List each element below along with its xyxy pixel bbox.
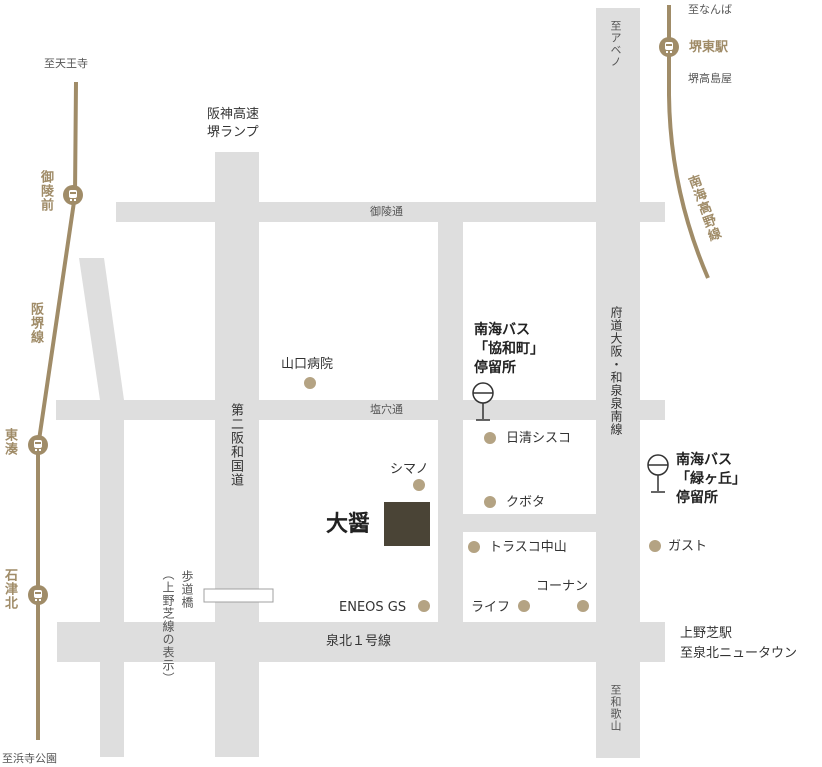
train-icon	[28, 585, 48, 605]
landmark-dot-yamaguchi	[304, 377, 316, 389]
station-misasagimae: 御陵前	[38, 170, 53, 212]
bus-stop-icon	[472, 382, 494, 421]
taisho-building	[384, 502, 430, 546]
direction-hamadera: 至浜寺公園	[2, 752, 57, 765]
direction-wakayama: 至和歌山	[609, 684, 622, 732]
train-icon	[63, 185, 83, 205]
road-hanshin-ramp: 阪神高速 堺ランプ	[207, 107, 260, 141]
road-daini-hanwa	[215, 152, 259, 757]
label-gusto: ガスト	[668, 539, 708, 554]
footbridge-label: 歩道橋	[180, 570, 194, 609]
bus-stop-kyowacho: 南海バス 「協和町」 停留所	[474, 322, 544, 376]
line-hankai: 阪堺線	[28, 302, 43, 344]
station-sakaitakashimaya: 堺高島屋	[688, 72, 732, 85]
footbridge	[203, 588, 274, 603]
label-shimano: シマノ	[390, 462, 429, 477]
label-nissin: 日清シスコ	[506, 431, 572, 446]
road-wakayama-spur	[612, 662, 640, 758]
rail-koya	[667, 5, 710, 279]
station-kamino-shiba: 上野芝駅	[680, 626, 733, 641]
landmark-dot-kubota	[484, 496, 496, 508]
road-misasagi-label: 御陵通	[370, 205, 403, 218]
landmark-dot-shimano	[413, 479, 425, 491]
landmark-dot-trusco	[468, 541, 480, 553]
road-side-street	[462, 514, 596, 532]
landmark-dot-nissin	[484, 432, 496, 444]
road-shioana-label: 塩穴通	[370, 403, 403, 416]
train-icon	[28, 435, 48, 455]
direction-senboku: 至泉北ニュータウン	[680, 646, 798, 661]
label-taisho: 大醤	[326, 512, 371, 537]
road-fudo-label: 府道大阪・和泉泉南線	[609, 306, 623, 436]
road-fudo-osaka-izumi	[596, 8, 640, 758]
bus-stop-icon	[647, 454, 669, 493]
road-left	[100, 400, 124, 757]
landmark-dot-konan	[577, 600, 589, 612]
road-diagonal	[79, 258, 124, 400]
station-sakaihigashi: 堺東駅	[689, 40, 729, 55]
road-middle	[438, 222, 463, 622]
road-daini-hanwa-label: 第二阪和国道	[228, 403, 243, 487]
label-trusco: トラスコ中山	[489, 540, 567, 555]
direction-nanba: 至なんば	[688, 3, 732, 16]
label-eneos: ENEOS GS	[339, 600, 407, 615]
label-yamaguchi: 山口病院	[281, 357, 334, 372]
label-life: ライフ	[471, 600, 511, 615]
footbridge-note: （上野芝線の表示）	[161, 568, 175, 685]
station-ishizukita: 石津北	[2, 568, 17, 610]
train-icon	[659, 37, 679, 57]
label-kubota: クボタ	[506, 495, 546, 510]
road-senboku-label: 泉北１号線	[326, 634, 392, 649]
landmark-dot-life	[518, 600, 530, 612]
direction-abeno: 至アベノ	[609, 20, 622, 68]
landmark-dot-eneos	[418, 600, 430, 612]
road-shioana-dori	[56, 400, 665, 420]
landmark-dot-gusto	[649, 540, 661, 552]
label-konan: コーナン	[536, 579, 589, 594]
station-higashiminato: 東湊	[2, 428, 17, 456]
direction-tennoji: 至天王寺	[44, 57, 88, 70]
road-senboku-1	[57, 622, 665, 662]
bus-stop-midorigaoka: 南海バス 「緑ヶ丘」 停留所	[676, 452, 746, 506]
